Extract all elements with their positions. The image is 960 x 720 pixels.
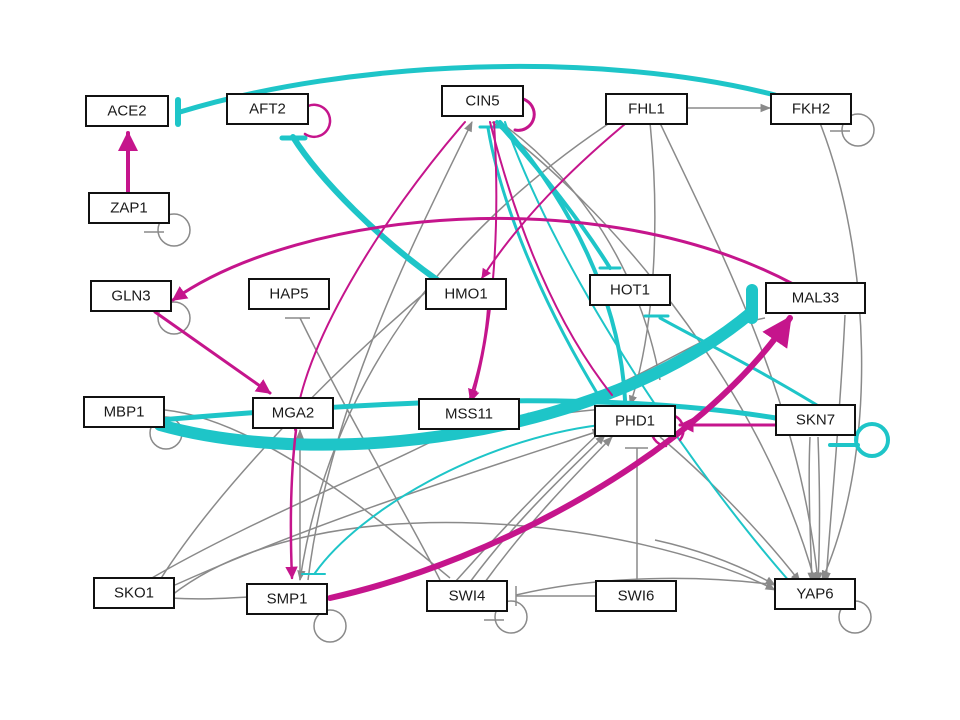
edge-sko1-mss11 [144, 426, 461, 583]
edge-cin5-fhl1-grey [499, 121, 661, 381]
edge-fkh2-yap6 [819, 122, 863, 581]
node-mal33[interactable]: MAL33 [765, 282, 866, 314]
node-mss11[interactable]: MSS11 [418, 398, 520, 430]
edge-mal33-yap6 [822, 314, 846, 584]
edge-phd1-cin5 [486, 126, 602, 400]
edge-hmo1-mss11 [468, 307, 489, 399]
node-mbp1[interactable]: MBP1 [83, 396, 165, 428]
node-label: ZAP1 [110, 200, 148, 217]
edge-swi6-yap6 [654, 539, 776, 586]
node-label: FHL1 [628, 101, 665, 118]
node-aft2[interactable]: AFT2 [226, 93, 309, 125]
neutral-edges [144, 103, 863, 606]
self-loop-swi4 [494, 600, 528, 634]
edge-swi4-phd1-b [469, 434, 606, 583]
node-fhl1[interactable]: FHL1 [605, 93, 688, 125]
edge-skn7-yap6-b [814, 436, 823, 584]
node-label: CIN5 [465, 93, 499, 110]
edge-cin5-smp1 [294, 121, 466, 431]
node-gln3[interactable]: GLN3 [90, 280, 172, 312]
edge-cin5-yap6 [491, 121, 817, 584]
edge-phd1-yap6 [659, 436, 801, 583]
node-label: SWI4 [449, 588, 486, 605]
edge-swi4-phd1-c [454, 431, 601, 583]
node-cin5[interactable]: CIN5 [441, 85, 524, 117]
node-label: MGA2 [272, 405, 315, 422]
edge-fhl1-hmo1 [481, 123, 626, 279]
edge-cin5-mss11 [469, 121, 498, 401]
node-label: PHD1 [615, 413, 655, 430]
nodes-layer: ACE2 AFT2 CIN5 FHL1 FKH2 ZAP1 GLN3 HAP5 … [83, 85, 866, 615]
node-swi4[interactable]: SWI4 [426, 580, 508, 612]
edge-cin5-yap6-cyan [504, 121, 791, 583]
edge-fkh2-ace2 [177, 63, 778, 115]
edge-yap6-swi4 [515, 577, 777, 596]
edge-gln3-mga2 [153, 310, 272, 395]
edge-sko1-smp1 [171, 596, 249, 600]
node-yap6[interactable]: YAP6 [774, 578, 856, 610]
node-hap5[interactable]: HAP5 [248, 278, 330, 310]
self-loop-zap1 [157, 213, 191, 247]
edge-mga2-smp1 [285, 428, 298, 580]
node-hot1[interactable]: HOT1 [589, 274, 671, 306]
edge-mal33-gln3 [171, 216, 797, 302]
node-swi6[interactable]: SWI6 [595, 580, 677, 612]
node-mga2[interactable]: MGA2 [252, 397, 334, 429]
node-label: SKO1 [114, 585, 154, 602]
edge-phd1-smp1 [314, 424, 601, 574]
self-loop-fkh2 [841, 113, 875, 147]
node-label: MSS11 [445, 406, 493, 423]
node-label: SMP1 [267, 591, 308, 608]
node-label: HMO1 [444, 286, 487, 303]
edge-cin5-phd1-mag [489, 121, 613, 396]
edge-skn7-yap6-a [807, 436, 816, 584]
edge-fhl1-smp1 [297, 123, 609, 582]
node-label: GLN3 [111, 288, 150, 305]
node-hmo1[interactable]: HMO1 [425, 278, 507, 310]
edge-sko1-yap6 [171, 521, 776, 596]
node-phd1[interactable]: PHD1 [594, 405, 676, 437]
edge-hap5-swi4 [299, 317, 441, 581]
node-label: YAP6 [796, 586, 833, 603]
edge-smp1-cin5 [307, 121, 473, 581]
node-label: HAP5 [269, 286, 308, 303]
node-zap1[interactable]: ZAP1 [88, 192, 170, 224]
node-ace2[interactable]: ACE2 [85, 95, 169, 127]
activation-edges [118, 96, 797, 601]
node-label: MBP1 [104, 404, 145, 421]
self-loop-skn7 [854, 422, 890, 458]
edge-smp1-mal33 [327, 315, 793, 601]
node-label: ACE2 [107, 103, 146, 120]
edge-fhl1-yap6 [659, 122, 822, 584]
self-loop-gln3 [157, 301, 191, 335]
node-label: HOT1 [610, 282, 650, 299]
node-label: SKN7 [796, 412, 835, 429]
node-skn7[interactable]: SKN7 [775, 404, 856, 436]
node-sko1[interactable]: SKO1 [93, 577, 175, 609]
node-fkh2[interactable]: FKH2 [770, 93, 852, 125]
self-loop-smp1 [313, 609, 347, 643]
edge-hmo1-aft2 [290, 134, 443, 285]
neutral-self-loops [144, 113, 875, 643]
node-label: FKH2 [792, 101, 830, 118]
repression-edges [154, 63, 890, 583]
edge-cin5-phd1-cyan [498, 120, 627, 402]
node-label: MAL33 [792, 290, 840, 307]
edge-skn7-hot1 [658, 316, 827, 412]
node-label: SWI6 [618, 588, 655, 605]
node-label: AFT2 [249, 101, 286, 118]
edges-layer [118, 63, 890, 643]
node-smp1[interactable]: SMP1 [246, 583, 328, 615]
edge-mbp1-mal33 [154, 306, 758, 451]
edge-fhl1-phd1 [628, 122, 656, 406]
self-loop-aft2 [303, 103, 332, 139]
edge-swi4-phd1-a [484, 436, 613, 583]
edge-sko1-phd1 [174, 428, 603, 586]
